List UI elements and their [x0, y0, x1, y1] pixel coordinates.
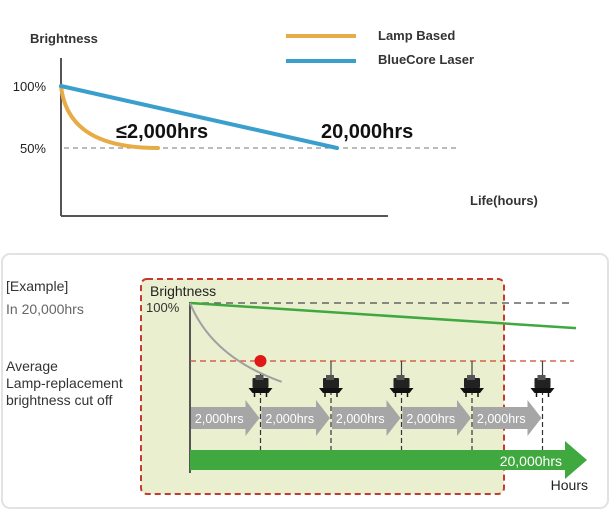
segment-arrow: 2,000hrs: [402, 400, 471, 436]
projector-lamp-icon: [319, 375, 343, 397]
total-arrow-label: 20,000hrs: [500, 453, 562, 469]
example-panel: [Example] In 20,000hrs Average Lamp-repl…: [1, 253, 609, 509]
annotation-lamp: ≤2,000hrs: [116, 121, 208, 143]
segment-arrow: 2,000hrs: [473, 400, 542, 436]
projector-lamp-icon: [389, 375, 414, 397]
projector-lamp-icon: [530, 375, 555, 397]
segment-label: 2,000hrs: [406, 412, 455, 426]
cutoff-marker: [254, 355, 267, 367]
total-arrow: 20,000hrs: [190, 441, 587, 479]
series-bluecore-laser: [59, 84, 339, 150]
y-axis-label: Brightness: [30, 31, 98, 46]
segment-arrow: 2,000hrs: [332, 400, 401, 436]
y-tick-100: 100%: [13, 79, 47, 94]
projector-lamp-icon: [460, 375, 484, 397]
cutoff-note-line-3: brightness cut off: [6, 392, 112, 408]
example-title: [Example]: [6, 278, 68, 294]
legend-label-lamp: Lamp Based: [378, 28, 455, 43]
bottom-y-axis-label: Brightness: [150, 283, 216, 299]
bottom-y-tick-100: 100%: [146, 300, 180, 315]
example-subtitle: In 20,000hrs: [6, 301, 84, 317]
y-tick-50: 50%: [20, 141, 46, 156]
cutoff-note-line-1: Average: [6, 358, 58, 374]
projector-lamp-icon: [248, 375, 273, 397]
series-lamp-based: [59, 84, 160, 150]
bottom-x-axis-label: Hours: [551, 477, 588, 493]
legend: Lamp Based BlueCore Laser: [286, 28, 474, 67]
series-laser-brightness: [189, 301, 577, 330]
segment-label: 2,000hrs: [265, 412, 314, 426]
segment-arrow: 2,000hrs: [191, 400, 260, 436]
segment-label: 2,000hrs: [195, 412, 244, 426]
x-axis-label: Life(hours): [470, 193, 538, 208]
segment-label: 2,000hrs: [477, 412, 526, 426]
series-lamp-brightness: [189, 302, 282, 383]
segment-arrow: 2,000hrs: [261, 400, 330, 436]
legend-label-laser: BlueCore Laser: [378, 52, 474, 67]
segment-label: 2,000hrs: [336, 412, 385, 426]
cutoff-note-line-2: Lamp-replacement: [6, 375, 123, 391]
annotation-laser: 20,000hrs: [321, 121, 413, 143]
example-chart-frame: [140, 278, 505, 495]
top-chart: Brightness Life(hours) 100% 50% ≤2,000hrs…: [13, 28, 538, 217]
